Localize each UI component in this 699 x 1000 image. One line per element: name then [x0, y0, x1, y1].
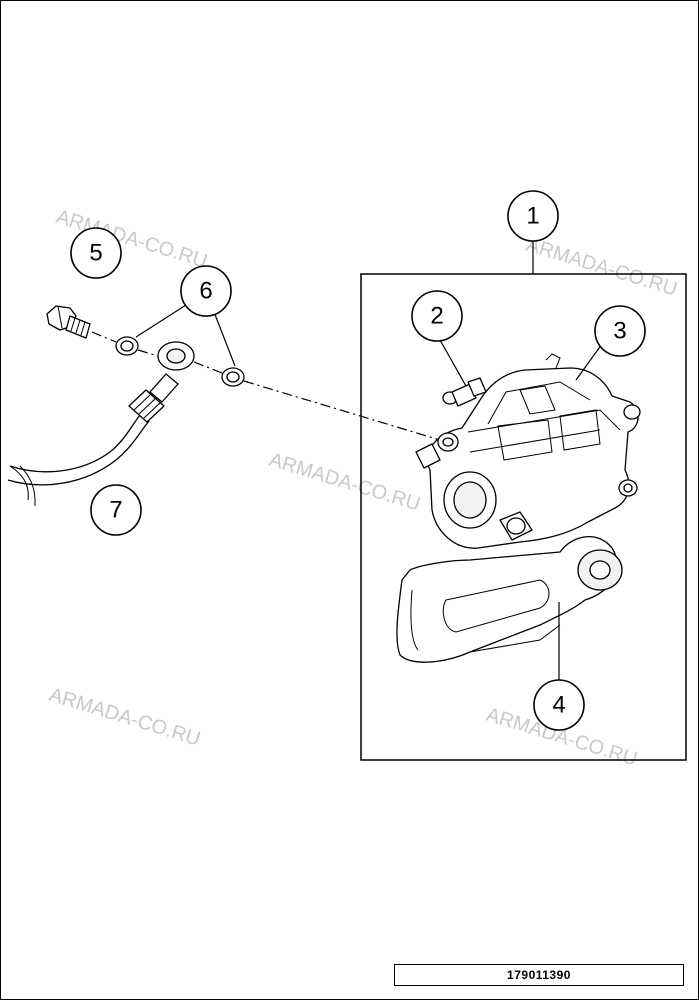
callout-6: 6 [180, 265, 232, 317]
watermark: ARMADA-CO.RU [47, 684, 203, 751]
leader-line-2 [439, 339, 467, 387]
callout-4: 4 [533, 679, 585, 731]
brake-hose [7, 341, 195, 507]
callout-2: 2 [411, 290, 463, 342]
callout-label: 4 [552, 692, 565, 719]
callout-label: 2 [430, 303, 443, 330]
watermark: ARMADA-CO.RU [524, 234, 680, 301]
callout-7: 7 [90, 484, 142, 536]
banjo-bolt [46, 305, 91, 339]
drawing-reference-number: 179011390 [394, 964, 684, 986]
sealing-ring [221, 367, 245, 387]
leader-line-3 [575, 343, 603, 381]
callout-label: 7 [109, 497, 122, 524]
callout-label: 6 [199, 278, 212, 305]
leader-line-6b [213, 311, 236, 367]
callout-label: 3 [613, 318, 626, 345]
callout-label: 5 [89, 240, 102, 267]
sealing-ring [115, 336, 139, 356]
callout-5: 5 [70, 227, 122, 279]
leader-line-6a [135, 304, 187, 338]
watermark: ARMADA-CO.RU [267, 449, 423, 516]
callout-label: 1 [526, 203, 539, 230]
assembly-box [360, 273, 687, 761]
callout-1: 1 [507, 190, 559, 242]
brake-caliper [396, 353, 641, 663]
callout-3: 3 [594, 305, 646, 357]
bleeder-screw [442, 377, 487, 407]
